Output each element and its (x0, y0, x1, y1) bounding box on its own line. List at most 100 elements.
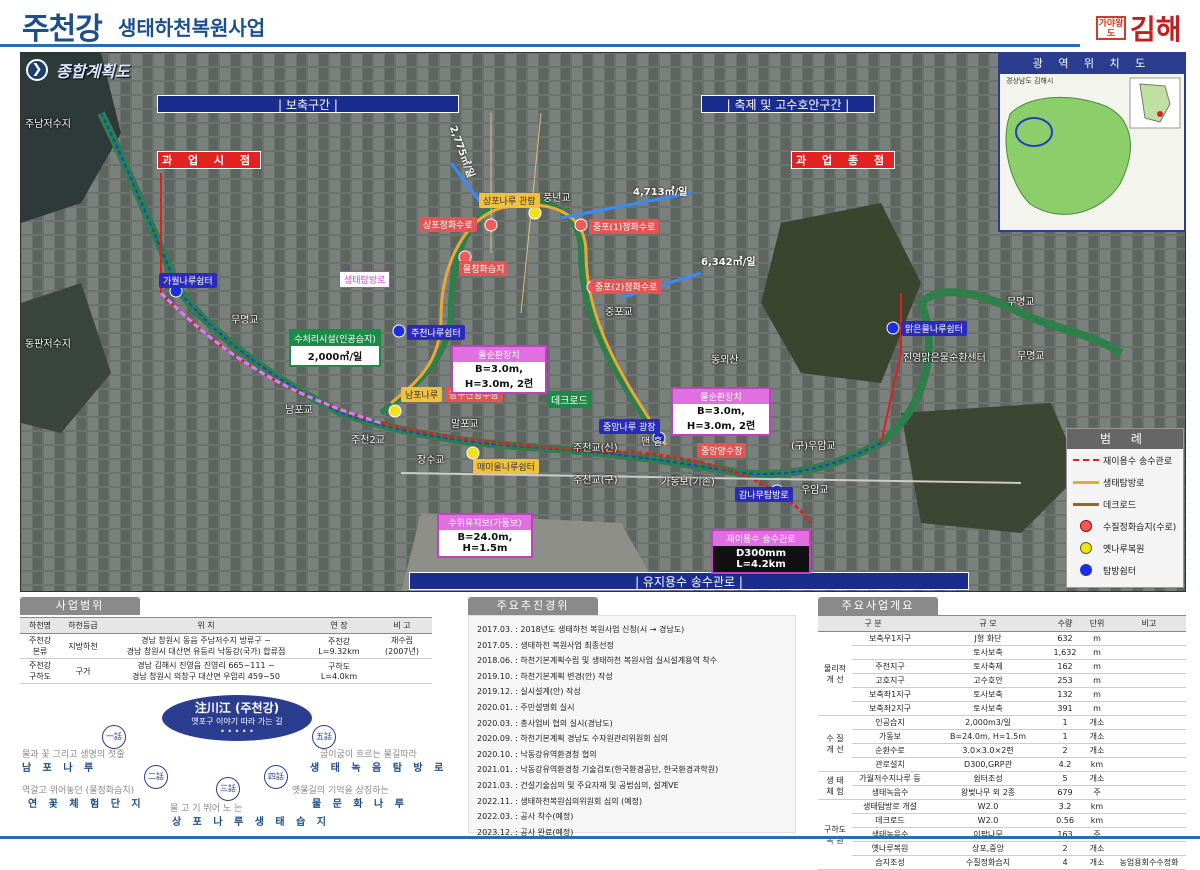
map-legend: 범 례 재이용수 송수관로 생태탐방로 데크로드 수질정화습지(수로) 옛나루복… (1066, 428, 1184, 588)
master-plan-map[interactable]: | 보축구간 | | 축제 및 고수호안구간 | | 유지용수 송수관로 | 과… (20, 52, 1186, 592)
tag-sangpo-purify: 상포정화수로 (419, 217, 477, 232)
list-item: 2022.03. : 공사 착수(예정) (477, 812, 574, 822)
table-cell: 수질정화습지 (928, 855, 1048, 870)
table-cell: 4 (1048, 855, 1082, 870)
red-circle-icon (1073, 520, 1099, 532)
page-title: 주천강 (22, 12, 103, 47)
footer-line (0, 836, 1200, 839)
list-item: 2020.01. : 주민설명회 실시 (477, 702, 575, 712)
label-juchon2: 주천2교 (351, 435, 385, 446)
list-item: 2018.06. : 하천기본계획수립 및 생태하천 복원사업 실시설계용역 착… (477, 656, 718, 666)
table-cell: 3.0×3.0×2련 (928, 743, 1048, 758)
table-cell: 보축좌2지구 (852, 701, 928, 716)
label-dongpan: 동판저수지 (25, 339, 71, 350)
list-item: 2022.11. : 생태하천복원심의위원회 심의 (예정) (477, 796, 643, 806)
table-cell: 가월저수지나루 등 (852, 771, 928, 786)
label-jinyeong-center: 진영맑은물순환센터 (903, 353, 986, 364)
end-marker-line (880, 293, 902, 444)
yellow-circle-icon (1073, 542, 1099, 554)
legend-item-deck: 데크로드 (1067, 493, 1183, 515)
table-cell: 개소 (1082, 855, 1112, 870)
table-cell (1112, 673, 1186, 688)
inset-title: 광 역 위 치 도 (1000, 54, 1184, 74)
table-cell (1112, 687, 1186, 702)
table-cell: 0.56 (1048, 813, 1082, 828)
table-cell (1112, 631, 1186, 646)
table-cell: 순환수로 (852, 743, 928, 758)
legend-item-purify: 수질정화습지(수로) (1067, 515, 1183, 537)
label-old-uam: (구)우암교 (791, 441, 836, 452)
overview-title: 주요사업개요 (818, 597, 938, 615)
highway (400, 472, 1022, 484)
list-item: 2020.03. : 총사업비 협의 실시(경남도) (477, 718, 613, 728)
orange-line-icon (1073, 476, 1099, 488)
blue-circle-icon (1073, 564, 1099, 576)
table-cell: km (1082, 813, 1112, 828)
callout-circulation-2: 물순환장치 B=3.0m, H=3.0m, 2련 (671, 387, 771, 436)
category-cell: 수 질 개 선 (818, 715, 852, 772)
table-cell: 1,632 (1048, 645, 1082, 660)
project-area-highlight (1015, 117, 1053, 147)
table-cell: 고수호안 (928, 673, 1048, 688)
table-cell (1112, 785, 1186, 800)
category-cell: 구하도 복 원 (818, 799, 852, 870)
ferry-nampo-marker (388, 404, 402, 418)
gimhae-region (1005, 96, 1131, 215)
table-cell: 2,000m3/일 (928, 715, 1048, 730)
table-cell: 162 (1048, 659, 1082, 674)
table-cell (1112, 827, 1186, 842)
flow-arrow-2 (560, 191, 692, 220)
table-cell: 인공습지 (852, 715, 928, 730)
label-nampo-bridge: 남포교 (285, 405, 313, 416)
end-sign: 과 업 종 점 (791, 151, 895, 169)
forest-hill-south (901, 403, 1081, 533)
story-num-4: 四話 (264, 765, 288, 789)
category-cell: 생 태 체 험 (818, 771, 852, 800)
callout-weir: 수위유지보(가동보) B=24.0m, H=1.5m (437, 513, 533, 558)
inset-caption: 경상남도 김해시 (1006, 77, 1054, 85)
list-item: 2017.05. : 생태하천 복원사업 최종선정 (477, 640, 614, 650)
table-cell (1112, 729, 1186, 744)
table-cell: m (1082, 631, 1112, 646)
table-cell (1112, 757, 1186, 772)
progress-list: 2017.03. : 2018년도 생태하천 복원사업 신청(시 → 경남도) … (468, 615, 796, 837)
dashed-red-line-icon (1073, 454, 1099, 466)
gimhae-logo: 가야왕도 김해 (1096, 6, 1186, 46)
banner-protect: | 보축구간 | (157, 95, 459, 113)
table-cell (1112, 813, 1186, 828)
table-cell (1112, 841, 1186, 856)
table-cell: 개소 (1082, 715, 1112, 730)
brown-line-icon (1073, 498, 1099, 510)
table-cell: 관로설치 (852, 757, 928, 772)
ferry-sangpo-marker (528, 206, 542, 220)
junam-reservoir (21, 53, 121, 223)
rest-malgeun-marker (886, 321, 900, 335)
story-name-2: 연 꽃 체 험 단 지 (28, 799, 145, 810)
section-title: 종합계획도 (56, 62, 130, 81)
scope-title: 사업범위 (20, 597, 140, 615)
banner-pipe: | 유지용수 송수관로 | (409, 572, 969, 590)
table-cell: 5 (1048, 771, 1082, 786)
category-cell: 물리적 개 선 (818, 631, 852, 716)
flow-arrow-1 (449, 162, 483, 204)
callout-pipe: 재이용수 송수관로 D300mm L=4.2km (711, 529, 811, 574)
ferry-maemyo-marker (466, 446, 480, 460)
list-item: 2017.03. : 2018년도 생태하천 복원사업 신청(시 → 경남도) (477, 625, 685, 634)
table-cell: 습지조성 (852, 855, 928, 870)
table-cell (1112, 743, 1186, 758)
story-center: 注川江 (주천강) 옛포구 이야기 따라 가는 길 • • • • • (162, 695, 312, 741)
story-num-5: 五話 (312, 725, 336, 749)
progress-title: 주요추진경위 (468, 597, 598, 615)
tag-pond: 물칭화습지 (459, 261, 509, 276)
location-dot (1157, 111, 1163, 117)
rest-juchon-marker (392, 324, 406, 338)
